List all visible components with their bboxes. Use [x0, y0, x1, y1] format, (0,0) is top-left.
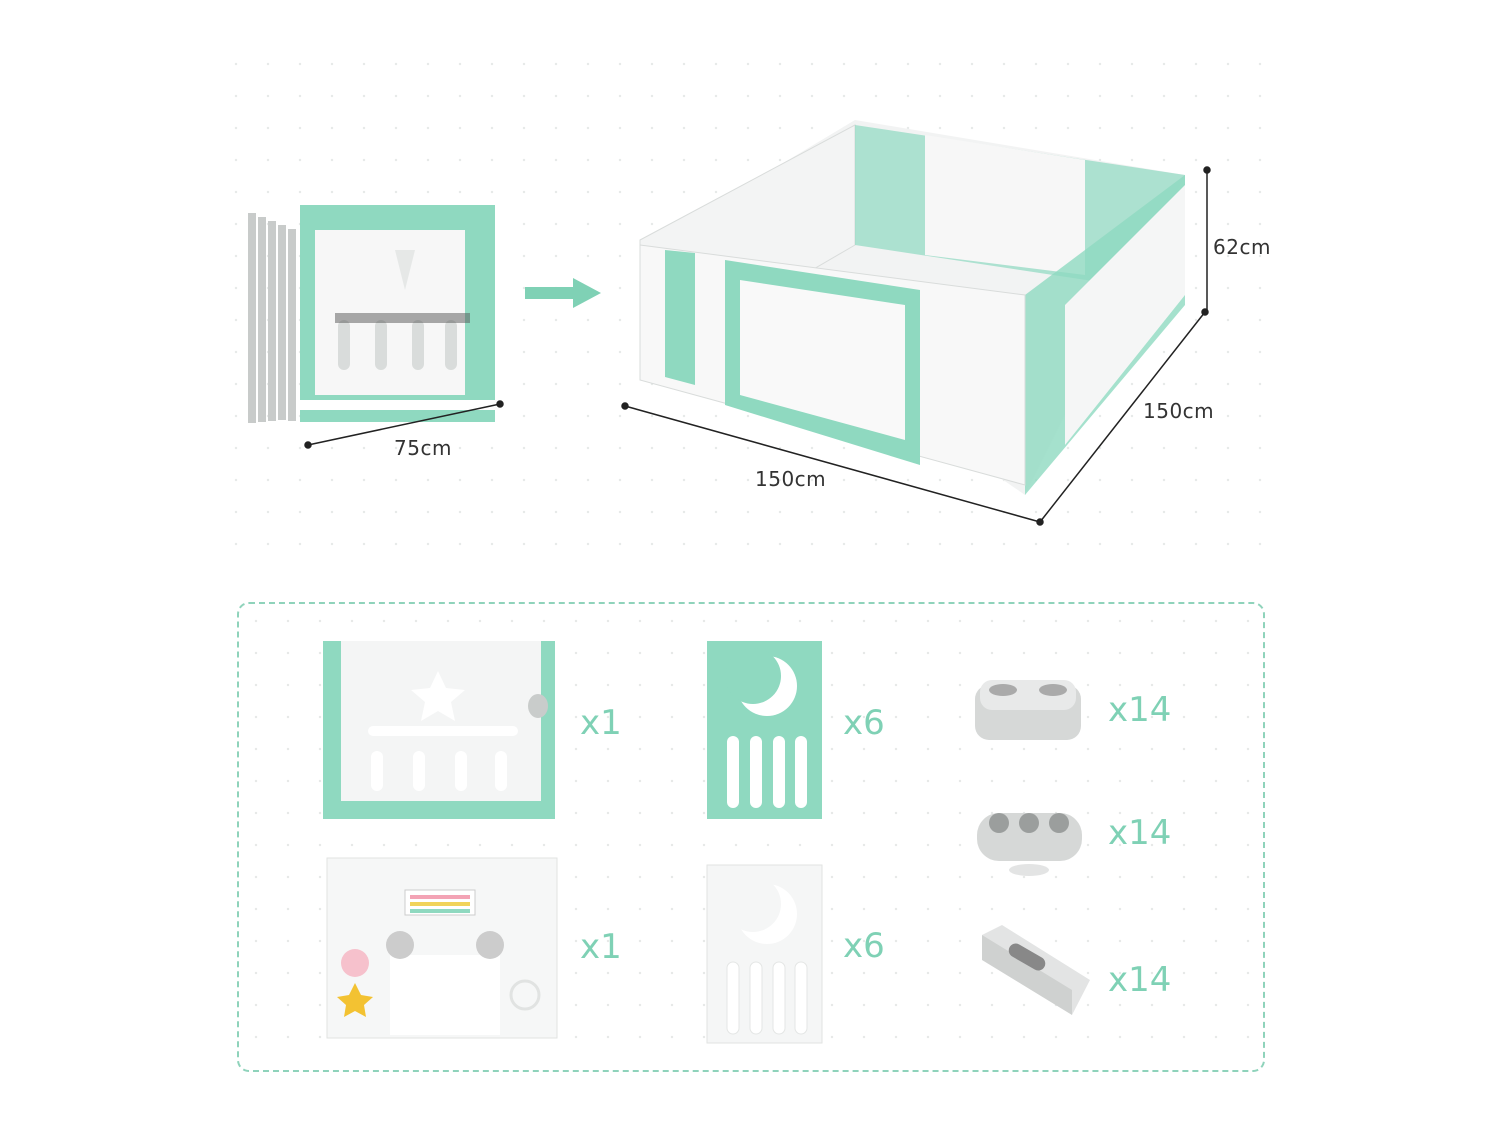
gate-panel-quantity: x1	[580, 703, 622, 743]
floor-clip-illustration	[982, 925, 1090, 1015]
assembled-playpen-illustration	[639, 120, 1185, 495]
activity-panel-illustration	[326, 857, 558, 1039]
triple-connector-quantity: x14	[1108, 813, 1172, 853]
double-connector-illustration	[975, 680, 1081, 740]
front-length-label: 150cm	[755, 467, 827, 491]
double-connector-quantity: x14	[1108, 690, 1172, 730]
activity-panel-quantity: x1	[580, 927, 622, 967]
folded-width-label: 75cm	[394, 436, 452, 460]
floor-clip-quantity: x14	[1108, 960, 1172, 1000]
parts-list-frame	[237, 602, 1265, 1072]
mint-moon-panel-illustration	[707, 641, 822, 819]
arrow-right-icon	[525, 278, 601, 308]
dimension-lines	[304, 166, 1211, 526]
gate-panel-illustration	[323, 641, 555, 819]
folded-playpen-illustration	[248, 205, 495, 423]
mint-moon-panel-quantity: x6	[843, 703, 885, 743]
height-label: 62cm	[1213, 235, 1271, 259]
side-length-label: 150cm	[1143, 399, 1215, 423]
white-moon-panel-illustration	[706, 864, 823, 1044]
triple-connector-illustration	[977, 813, 1082, 876]
white-moon-panel-quantity: x6	[843, 926, 885, 966]
